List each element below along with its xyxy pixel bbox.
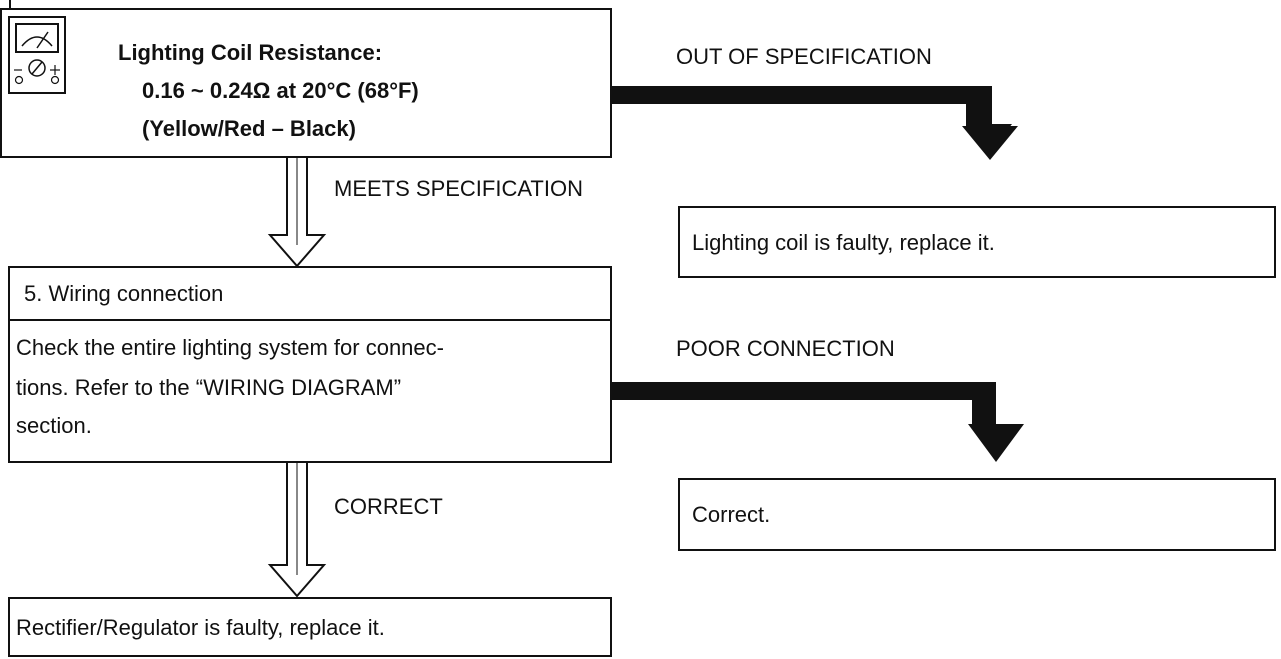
coil-faulty-box: Lighting coil is faulty, replace it. bbox=[678, 206, 1276, 278]
correct-text: Correct. bbox=[692, 502, 771, 527]
fail-arrow-2 bbox=[608, 382, 1024, 462]
spec-wires: (Yellow/Red – Black) bbox=[142, 116, 356, 141]
coil-faulty-text: Lighting coil is faulty, replace it. bbox=[692, 230, 995, 255]
correct-label: CORRECT bbox=[334, 494, 443, 519]
meets-spec-label: MEETS SPECIFICATION bbox=[334, 176, 583, 201]
out-of-spec-label: OUT OF SPECIFICATION bbox=[676, 44, 932, 69]
step-5-header-box: 5. Wiring connection bbox=[8, 266, 612, 321]
correct-box: Correct. bbox=[678, 478, 1276, 551]
step-5-line-1: Check the entire lighting system for con… bbox=[16, 335, 444, 360]
spec-value: 0.16 ~ 0.24Ω at 20°C (68°F) bbox=[142, 78, 419, 103]
poor-connection-label: POOR CONNECTION bbox=[676, 336, 895, 361]
rectifier-faulty-text: Rectifier/Regulator is faulty, replace i… bbox=[16, 615, 385, 640]
step-5-body-box: Check the entire lighting system for con… bbox=[8, 319, 612, 463]
rectifier-faulty-box: Rectifier/Regulator is faulty, replace i… bbox=[8, 597, 612, 657]
step-5-line-2: tions. Refer to the “WIRING DIAGRAM” bbox=[16, 375, 402, 400]
multimeter-icon bbox=[8, 16, 66, 94]
step-5-line-3: section. bbox=[16, 413, 92, 438]
step-5-header: 5. Wiring connection bbox=[24, 281, 224, 306]
spec-box: Lighting Coil Resistance: 0.16 ~ 0.24Ω a… bbox=[0, 8, 612, 158]
spec-title: Lighting Coil Resistance: bbox=[118, 40, 383, 65]
